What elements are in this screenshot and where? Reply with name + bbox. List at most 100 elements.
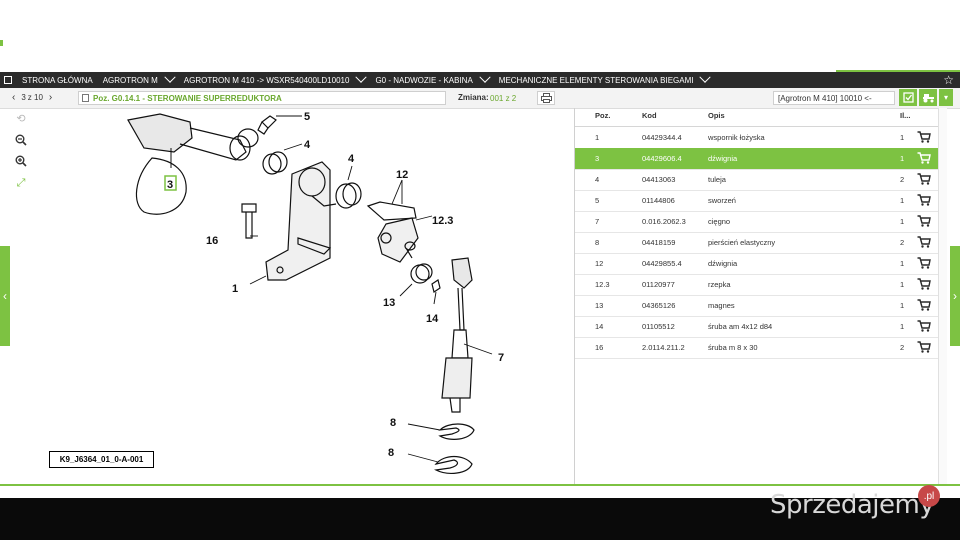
cell-pos: 13 bbox=[595, 301, 604, 310]
cell-desc: śruba m 8 x 30 bbox=[708, 343, 758, 352]
breadcrumb-item-section[interactable]: MECHANICZNE ELEMENTY STEROWANIA BIEGAMI bbox=[495, 71, 716, 88]
cell-qty: 1 bbox=[900, 280, 905, 289]
chevron-down-icon[interactable] bbox=[355, 71, 368, 83]
cell-code: 04413063 bbox=[642, 175, 676, 184]
cell-qty: 2 bbox=[900, 343, 905, 352]
breadcrumb-item-agrotron-m[interactable]: AGROTRON M bbox=[99, 71, 180, 88]
position-select[interactable]: Poz. G0.14.1 - STEROWANIE SUPERREDUKTORA bbox=[78, 91, 446, 105]
checklist-button[interactable] bbox=[899, 89, 917, 106]
zoom-in-icon[interactable] bbox=[14, 155, 28, 169]
cart-icon[interactable] bbox=[917, 299, 931, 311]
prev-page-arrow[interactable]: ‹ bbox=[0, 246, 10, 346]
callout-16[interactable]: 16 bbox=[206, 235, 218, 247]
cart-icon[interactable] bbox=[917, 173, 931, 185]
cell-code: 04418159 bbox=[642, 238, 676, 247]
cell-code: 04429855.4 bbox=[642, 259, 682, 268]
callout-4[interactable]: 4 bbox=[304, 139, 311, 151]
cart-icon[interactable] bbox=[917, 215, 931, 227]
callout-1[interactable]: 1 bbox=[232, 283, 238, 295]
scrollbar[interactable] bbox=[938, 108, 947, 484]
cart-icon[interactable] bbox=[917, 278, 931, 290]
rotate-icon[interactable]: ⟲ bbox=[16, 113, 26, 125]
change-label: Zmiana: bbox=[458, 93, 489, 102]
cell-code: 04365126 bbox=[642, 301, 676, 310]
callout-3[interactable]: 3 bbox=[167, 179, 173, 191]
chevron-down-icon[interactable] bbox=[164, 71, 176, 83]
chevron-right-icon[interactable]: › bbox=[48, 92, 53, 103]
cell-desc: dźwignia bbox=[708, 154, 738, 163]
cart-icon[interactable] bbox=[917, 236, 931, 248]
print-icon bbox=[540, 93, 552, 103]
star-icon[interactable]: ☆ bbox=[943, 73, 954, 87]
cart-icon[interactable] bbox=[917, 341, 931, 353]
header-code[interactable]: Kod bbox=[642, 111, 657, 120]
cell-code: 01120977 bbox=[642, 280, 675, 289]
header-qty[interactable]: Il... bbox=[900, 111, 911, 120]
cell-qty: 1 bbox=[900, 322, 905, 331]
home-icon[interactable] bbox=[4, 76, 12, 84]
fit-icon[interactable]: ⤢ bbox=[16, 177, 26, 189]
chevron-down-icon: ▾ bbox=[943, 93, 948, 102]
cart-icon[interactable] bbox=[917, 320, 931, 332]
chevron-down-icon[interactable] bbox=[479, 71, 491, 83]
zoom-out-icon[interactable] bbox=[14, 134, 28, 148]
page-navigator: ‹ 3 z 10 › bbox=[12, 90, 74, 105]
cart-icon[interactable] bbox=[917, 194, 931, 206]
cart-icon[interactable] bbox=[917, 152, 931, 164]
cell-qty: 2 bbox=[900, 175, 905, 184]
page-current[interactable]: 3 bbox=[21, 93, 26, 102]
callout-12[interactable]: 12 bbox=[396, 169, 408, 181]
cell-pos: 14 bbox=[595, 322, 604, 331]
callout-5[interactable]: 5 bbox=[304, 111, 310, 123]
callout-12-3[interactable]: 12.3 bbox=[432, 215, 453, 227]
next-page-arrow[interactable]: › bbox=[950, 246, 960, 346]
callout-13[interactable]: 13 bbox=[383, 297, 395, 309]
search-input[interactable]: [Agrotron M 410] 10010 <- bbox=[773, 91, 895, 105]
cell-code: 04429344.4 bbox=[642, 133, 682, 142]
chevron-left-icon[interactable]: ‹ bbox=[12, 92, 16, 103]
footer-divider bbox=[0, 484, 960, 500]
header-desc[interactable]: Opis bbox=[708, 111, 725, 120]
cell-pos: 8 bbox=[595, 238, 600, 247]
tractor-button[interactable] bbox=[919, 89, 937, 106]
callout-14[interactable]: 14 bbox=[426, 313, 439, 325]
cell-pos: 16 bbox=[595, 343, 604, 352]
chevron-left-icon: ‹ bbox=[3, 289, 7, 303]
cell-pos: 5 bbox=[595, 196, 600, 205]
accent-line bbox=[836, 70, 960, 72]
breadcrumb-item-model[interactable]: AGROTRON M 410 -> WSXR540400LD10010 bbox=[180, 71, 372, 88]
change-select[interactable]: 001 z 2 bbox=[490, 93, 517, 103]
callout-4[interactable]: 4 bbox=[348, 153, 355, 165]
footer-strip bbox=[0, 498, 960, 540]
cell-qty: 1 bbox=[900, 154, 905, 163]
callout-7[interactable]: 7 bbox=[498, 352, 504, 364]
breadcrumb-item-home[interactable]: STRONA GŁÓWNA bbox=[22, 75, 93, 85]
watermark-badge: .pl bbox=[918, 485, 940, 507]
expand-button[interactable]: ▾ bbox=[939, 89, 953, 106]
cart-icon[interactable] bbox=[917, 257, 931, 269]
cell-qty: 2 bbox=[900, 238, 905, 247]
callout-8[interactable]: 8 bbox=[390, 417, 396, 429]
print-button[interactable] bbox=[537, 91, 555, 105]
cart-icon[interactable] bbox=[917, 131, 931, 143]
header-pos[interactable]: Poz. bbox=[595, 111, 611, 120]
cell-qty: 1 bbox=[900, 196, 905, 205]
chevron-down-icon[interactable] bbox=[699, 71, 712, 83]
accent-line bbox=[0, 40, 3, 46]
cell-desc: śruba am 4x12 d84 bbox=[708, 322, 773, 331]
callout-8[interactable]: 8 bbox=[388, 447, 394, 459]
breadcrumb-item-group[interactable]: G0 - NADWOZIE - KABINA bbox=[371, 71, 494, 88]
cell-desc: cięgno bbox=[708, 217, 731, 226]
